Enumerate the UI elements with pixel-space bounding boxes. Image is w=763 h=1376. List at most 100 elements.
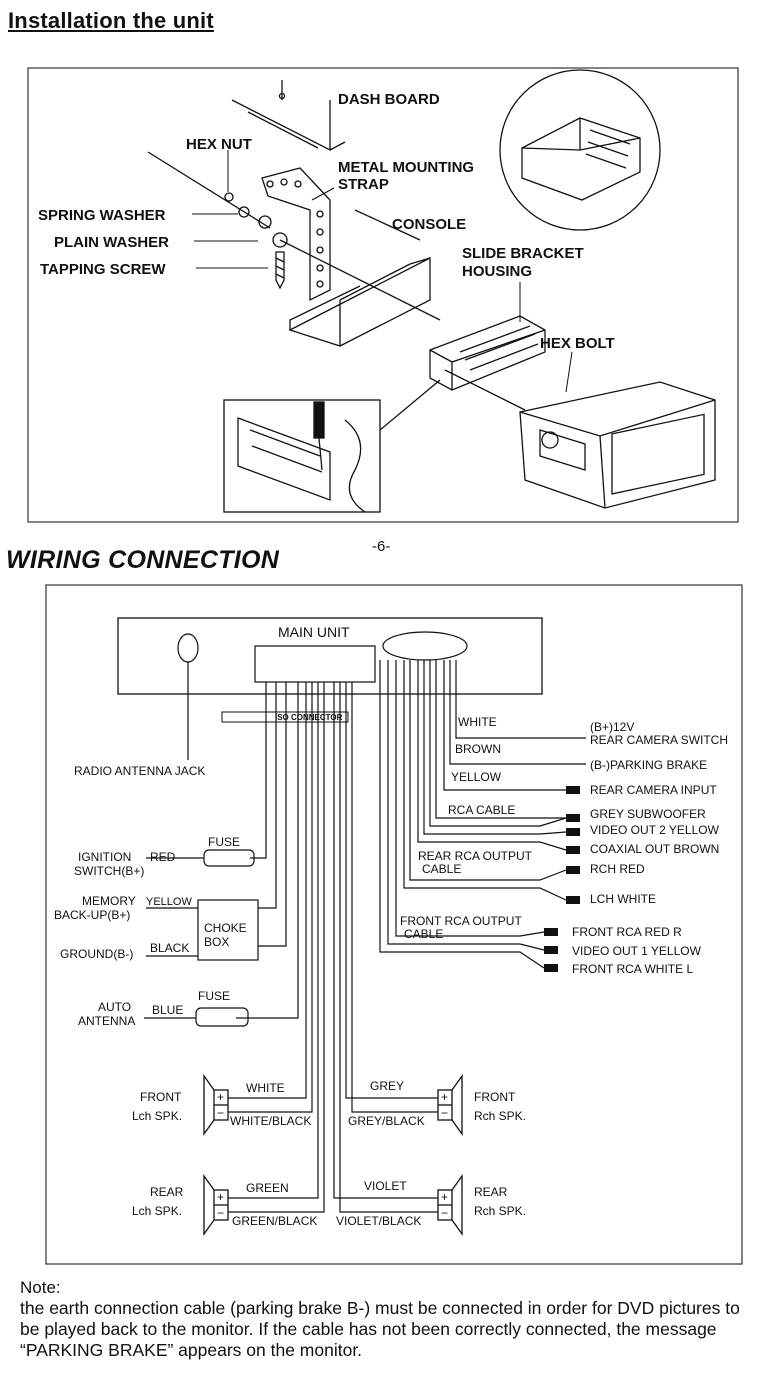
rca-plugs bbox=[544, 786, 580, 972]
connector-detail bbox=[499, 69, 661, 231]
rear-lch-neg-label: GREEN/BLACK bbox=[232, 1214, 317, 1228]
rl-plus: + bbox=[217, 1190, 224, 1204]
rear-rca-label-1: REAR RCA OUTPUT bbox=[418, 849, 533, 863]
wire-white-label: WHITE bbox=[458, 715, 497, 729]
rear-rch-label-1: REAR bbox=[474, 1185, 508, 1199]
ignition-label-1: IGNITION bbox=[78, 850, 131, 864]
antenna-jack-symbol bbox=[177, 633, 199, 663]
label-slide-bracket-2: HOUSING bbox=[462, 263, 532, 280]
console-drawing bbox=[288, 209, 431, 347]
front-lch-label-2: Lch SPK. bbox=[132, 1109, 182, 1123]
fl-minus: − bbox=[217, 1106, 224, 1120]
label-tapping-screw: TAPPING SCREW bbox=[40, 261, 166, 278]
left-wire-bundle bbox=[228, 682, 438, 1213]
coaxial-out-label: COAXIAL OUT BROWN bbox=[590, 842, 719, 856]
label-plain-washer: PLAIN WASHER bbox=[54, 234, 169, 251]
rear-rca-label-2: CABLE bbox=[422, 862, 461, 876]
rr-minus: − bbox=[441, 1206, 448, 1220]
choke-label-1: CHOKE bbox=[204, 921, 247, 935]
ignition-label-2: SWITCH(B+) bbox=[74, 864, 144, 878]
speaker-front-right bbox=[437, 1073, 463, 1137]
auto-antenna-label-2: ANTENNA bbox=[78, 1014, 135, 1028]
iso-connector-bar bbox=[221, 711, 349, 723]
front-rca-red-label: FRONT RCA RED R bbox=[572, 925, 682, 939]
wire-yellow-label: YELLOW bbox=[146, 896, 192, 908]
front-lch-label-1: FRONT bbox=[140, 1090, 182, 1104]
label-hex-nut: HEX NUT bbox=[186, 136, 252, 153]
rear-camera-switch-label: REAR CAMERA SWITCH bbox=[590, 733, 728, 747]
metal-strap-drawing bbox=[261, 167, 331, 302]
hardware-drawing bbox=[147, 151, 441, 321]
fr-minus: − bbox=[441, 1106, 448, 1120]
memory-label-2: BACK-UP(B+) bbox=[54, 908, 130, 922]
installation-title: Installation the unit bbox=[8, 8, 214, 33]
video-out-2-label: VIDEO OUT 2 YELLOW bbox=[590, 823, 720, 837]
b12v-label: (B+)12V bbox=[590, 720, 634, 734]
fuse-2-label: FUSE bbox=[198, 989, 230, 1003]
inset-detail bbox=[223, 379, 441, 513]
choke-label-2: BOX bbox=[204, 935, 229, 949]
fuse-2-symbol bbox=[195, 1007, 249, 1027]
right-wire-bundle bbox=[379, 660, 586, 969]
note-heading: Note: bbox=[20, 1278, 61, 1297]
slide-bracket-drawing bbox=[429, 315, 546, 391]
choke-box-symbol bbox=[197, 899, 259, 961]
front-rch-label-1: FRONT bbox=[474, 1090, 516, 1104]
memory-label-1: MEMORY bbox=[82, 894, 136, 908]
rch-red-label: RCH RED bbox=[590, 862, 645, 876]
rear-lch-label-2: Lch SPK. bbox=[132, 1204, 182, 1218]
radio-antenna-jack-label: RADIO ANTENNA JACK bbox=[74, 764, 205, 778]
front-rch-pos-label: GREY bbox=[370, 1079, 404, 1093]
wire-yellow-right-label: YELLOW bbox=[451, 770, 502, 784]
front-rch-label-2: Rch SPK. bbox=[474, 1109, 526, 1123]
note-body: the earth connection cable (parking brak… bbox=[20, 1298, 740, 1360]
wire-red-label: RED bbox=[150, 850, 176, 864]
rear-rch-label-2: Rch SPK. bbox=[474, 1204, 526, 1218]
label-dash-board: DASH BOARD bbox=[338, 91, 440, 108]
wire-blue-label: BLUE bbox=[152, 1003, 183, 1017]
video-out-1-label: VIDEO OUT 1 YELLOW bbox=[572, 944, 702, 958]
fuse-1-label: FUSE bbox=[208, 835, 240, 849]
label-slide-bracket-1: SLIDE BRACKET bbox=[462, 245, 584, 262]
speaker-rear-right bbox=[437, 1173, 463, 1237]
fl-plus: + bbox=[217, 1090, 224, 1104]
main-unit-box bbox=[117, 617, 543, 695]
rca-cable-label: RCA CABLE bbox=[448, 803, 515, 817]
dash-board-drawing bbox=[231, 80, 346, 152]
label-spring-washer: SPRING WASHER bbox=[38, 207, 166, 224]
speaker-rear-left bbox=[203, 1173, 229, 1237]
page-number: -6- bbox=[372, 538, 391, 555]
rca-bundle-symbol bbox=[382, 631, 468, 661]
front-lch-pos-label: WHITE bbox=[246, 1081, 285, 1095]
label-hex-bolt: HEX BOLT bbox=[540, 335, 615, 352]
label-metal-strap-2: STRAP bbox=[338, 176, 389, 193]
parking-brake-label: (B-)PARKING BRAKE bbox=[590, 758, 707, 772]
rear-lch-label-1: REAR bbox=[150, 1185, 184, 1199]
rear-rch-neg-label: VIOLET/BLACK bbox=[336, 1214, 421, 1228]
label-metal-strap-1: METAL MOUNTING bbox=[338, 159, 474, 176]
speaker-front-left bbox=[203, 1073, 229, 1137]
auto-antenna-label-1: AUTO bbox=[98, 1000, 131, 1014]
front-rca-white-label: FRONT RCA WHITE L bbox=[572, 962, 693, 976]
lch-white-label: LCH WHITE bbox=[590, 892, 656, 906]
wiring-title: WIRING CONNECTION bbox=[6, 546, 280, 574]
fr-plus: + bbox=[441, 1090, 448, 1104]
front-rca-label-1: FRONT RCA OUTPUT bbox=[400, 914, 522, 928]
installation-frame bbox=[27, 67, 739, 523]
rr-plus: + bbox=[441, 1190, 448, 1204]
main-unit-label: MAIN UNIT bbox=[278, 624, 350, 640]
wire-black-label: BLACK bbox=[150, 941, 189, 955]
fuse-1-symbol bbox=[203, 849, 255, 867]
rear-rch-pos-label: VIOLET bbox=[364, 1179, 407, 1193]
front-rca-label-2: CABLE bbox=[404, 927, 443, 941]
label-console: CONSOLE bbox=[392, 216, 466, 233]
rl-minus: − bbox=[217, 1206, 224, 1220]
rear-camera-input-label: REAR CAMERA INPUT bbox=[590, 783, 717, 797]
iso-connector-label: ISO CONNECTOR bbox=[275, 713, 343, 722]
wiring-frame bbox=[45, 584, 743, 1265]
ground-label: GROUND(B-) bbox=[60, 947, 133, 961]
head-unit-drawing bbox=[444, 369, 716, 509]
wire-brown-label: BROWN bbox=[455, 742, 501, 756]
front-rch-neg-label: GREY/BLACK bbox=[348, 1114, 425, 1128]
